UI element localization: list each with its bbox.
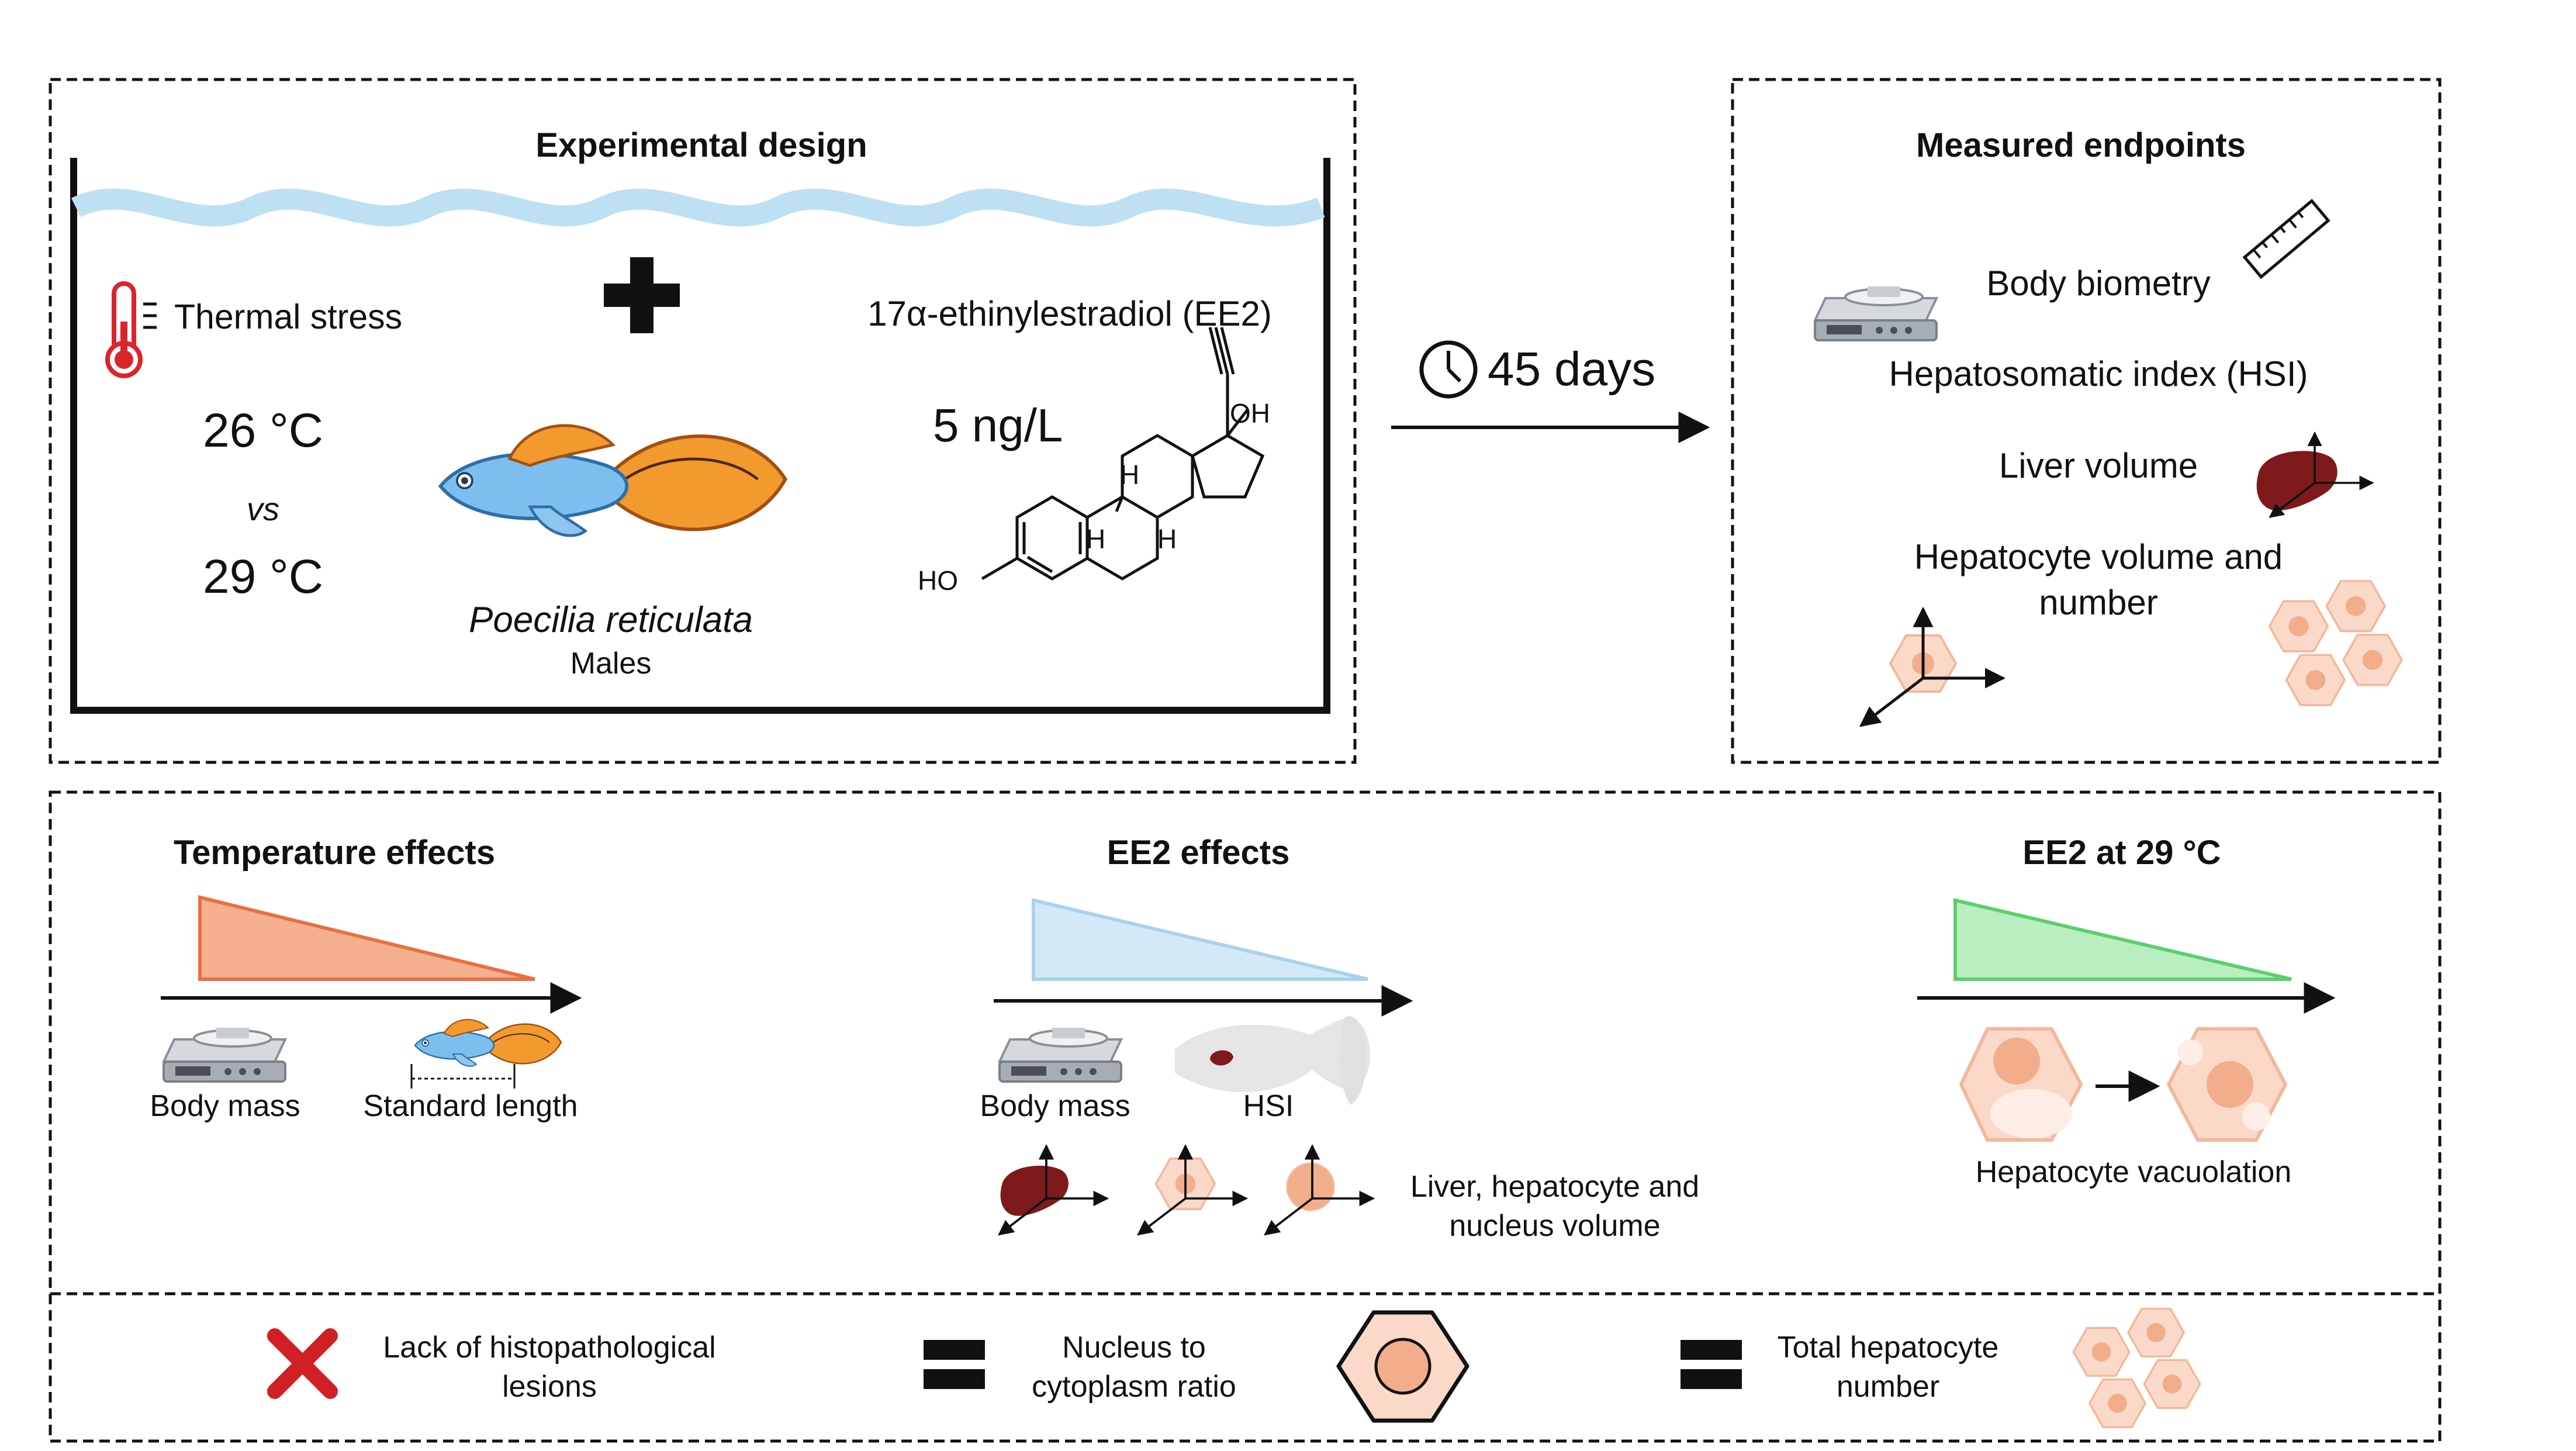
hydroxyl-label: HO bbox=[918, 565, 958, 596]
versus-label: vs bbox=[247, 490, 279, 527]
ee2-volume-label: nucleus volume bbox=[1449, 1209, 1661, 1243]
ee2-body-mass-label: Body mass bbox=[980, 1089, 1130, 1123]
endpoints-title: Measured endpoints bbox=[1916, 126, 2246, 164]
experimental-design-panel bbox=[49, 78, 1357, 764]
hydroxyl-label: OH bbox=[1230, 398, 1270, 429]
scale-icon bbox=[162, 1027, 286, 1083]
lesions-label: lesions bbox=[502, 1370, 597, 1404]
ee2-volume-label: Liver, hepatocyte and bbox=[1410, 1170, 1700, 1204]
thermometer-icon bbox=[105, 281, 157, 378]
equals-icon bbox=[924, 1340, 985, 1389]
hepatocyte-vacuolation-label: Hepatocyte vacuolation bbox=[1975, 1155, 2292, 1189]
endpoint-liver-volume: Liver volume bbox=[1998, 446, 2198, 485]
experimental-design-title: Experimental design bbox=[535, 126, 867, 164]
ruler-icon bbox=[2242, 199, 2330, 279]
hepatocyte-cluster-icon bbox=[2073, 1309, 2200, 1428]
temperature-high: 29 °C bbox=[202, 550, 323, 603]
ee2-29-trend-triangle bbox=[1953, 898, 2292, 981]
nucleus-cytoplasm-cell-icon bbox=[1336, 1310, 1469, 1423]
temperature-trend-triangle bbox=[198, 895, 535, 981]
duration-label: 45 days bbox=[1488, 343, 1656, 396]
temperature-effects-title: Temperature effects bbox=[174, 834, 496, 872]
guppy-fish-icon bbox=[441, 426, 786, 536]
vacuolated-hepatocyte-icon bbox=[2167, 1027, 2287, 1142]
species-label: Poecilia reticulata bbox=[469, 600, 753, 640]
endpoints-panel bbox=[1731, 78, 2442, 764]
compound-label: 17α-ethinylestradiol (EE2) bbox=[867, 294, 1272, 333]
endpoint-hsi: Hepatosomatic index (HSI) bbox=[1889, 354, 2308, 393]
hydrogen-label: H bbox=[1157, 524, 1177, 554]
ee2-effects-title: EE2 effects bbox=[1107, 834, 1290, 872]
hydrogen-label: H bbox=[1120, 460, 1140, 490]
concentration-label: 5 ng/L bbox=[933, 399, 1063, 451]
total-hepatocyte-label: number bbox=[1836, 1370, 1940, 1404]
standard-length-marker bbox=[410, 1064, 516, 1089]
fish-silhouette-icon bbox=[1175, 1016, 1370, 1105]
endpoint-body-biometry: Body biometry bbox=[1986, 264, 2211, 303]
nucleus-cytoplasm-ratio-label: Nucleus to bbox=[1062, 1331, 1206, 1364]
ee2-trend-triangle bbox=[1032, 898, 1368, 981]
standard-length-label: Standard length bbox=[363, 1089, 578, 1123]
endpoint-hepatocyte-volume: Hepatocyte volume and bbox=[1914, 537, 2283, 576]
plus-icon bbox=[604, 257, 680, 333]
water-wave bbox=[71, 188, 1325, 227]
nucleus-icon bbox=[1286, 1162, 1335, 1211]
normal-hepatocyte-icon bbox=[1959, 1027, 2083, 1142]
guppy-fish-icon bbox=[414, 1018, 562, 1067]
thermal-stress-label: Thermal stress bbox=[174, 298, 403, 336]
tank-outline bbox=[70, 158, 1330, 714]
hydrogen-label: H bbox=[1086, 524, 1106, 554]
lesions-label: Lack of histopathological bbox=[383, 1331, 716, 1364]
cross-icon bbox=[267, 1328, 338, 1399]
temperature-low: 26 °C bbox=[202, 404, 323, 457]
temperature-body-mass-label: Body mass bbox=[150, 1089, 300, 1123]
sex-label: Males bbox=[570, 647, 652, 680]
endpoint-hepatocyte-number: number bbox=[2039, 583, 2158, 622]
ee2-29-title: EE2 at 29 °C bbox=[2022, 834, 2221, 872]
ee2-structure bbox=[981, 327, 1265, 581]
nucleus-cytoplasm-ratio-label: cytoplasm ratio bbox=[1032, 1370, 1236, 1404]
duration-arrow bbox=[1391, 340, 1710, 443]
equals-icon bbox=[1681, 1340, 1742, 1389]
effects-panel bbox=[49, 790, 2442, 1443]
total-hepatocyte-label: Total hepatocyte bbox=[1777, 1331, 1999, 1364]
ee2-hsi-label: HSI bbox=[1243, 1089, 1294, 1123]
scale-icon bbox=[998, 1027, 1122, 1083]
